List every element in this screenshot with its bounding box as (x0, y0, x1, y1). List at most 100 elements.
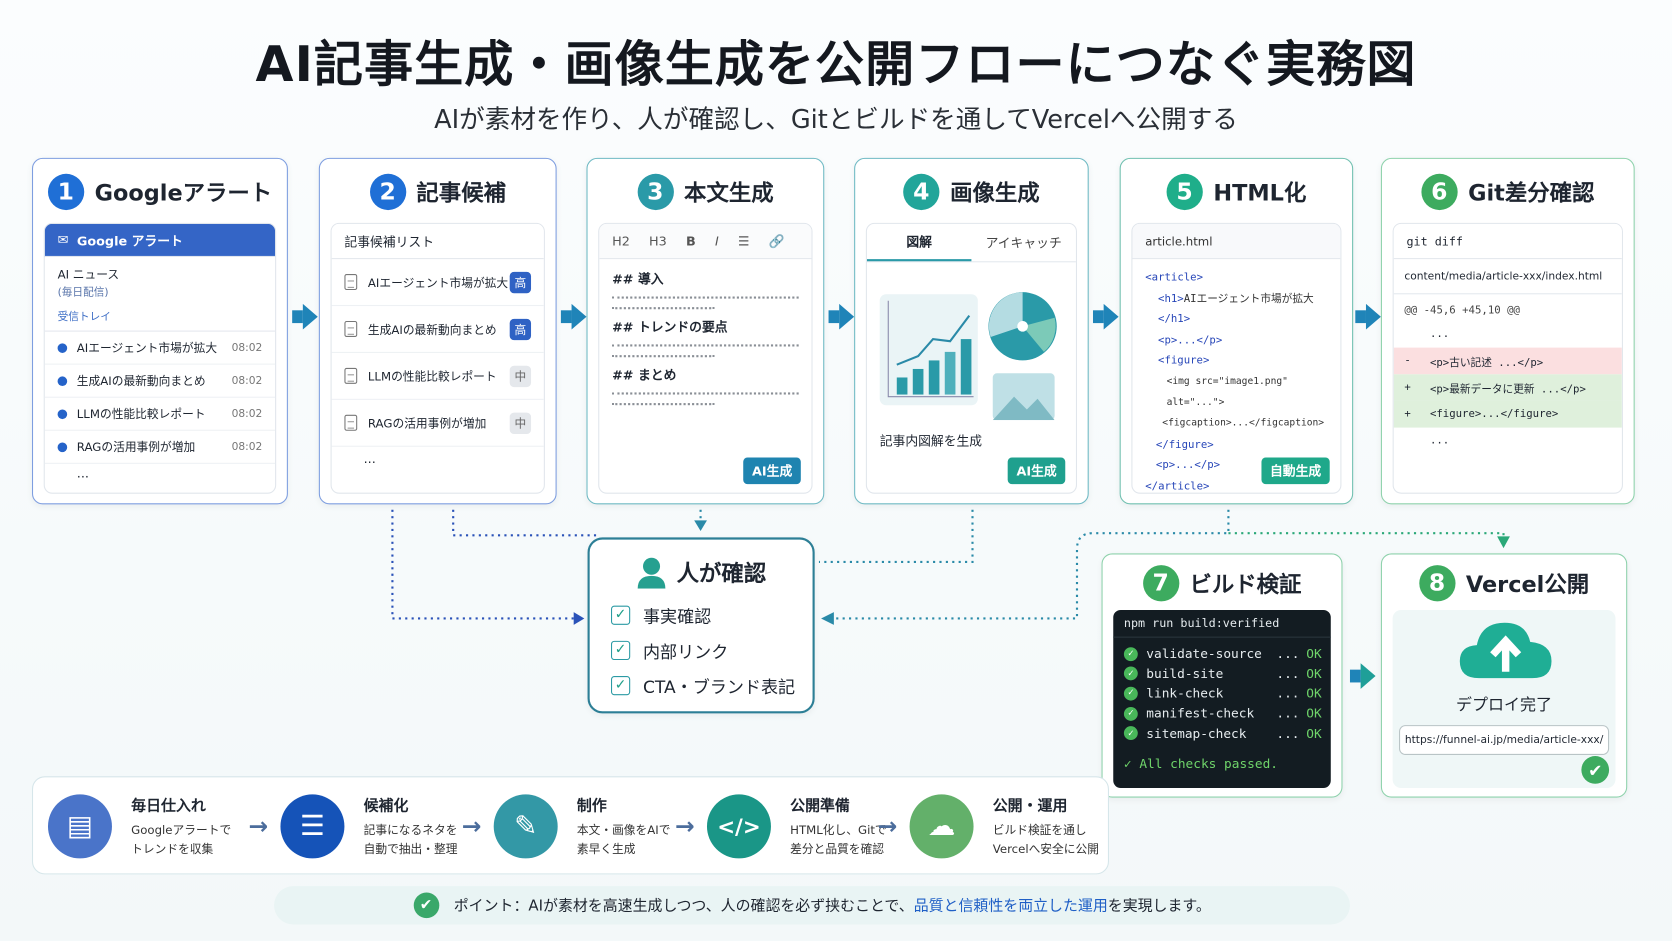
review-checklist-item[interactable]: ✓CTA・ブランド表記 (611, 668, 813, 703)
arrowhead (694, 520, 707, 532)
candidate-item[interactable]: RAGの活用事例が増加中 (331, 400, 544, 447)
build-command: npm run build:verified (1113, 610, 1331, 638)
flow-arrow (1349, 663, 1376, 689)
flow-arrow (1092, 303, 1119, 330)
diff-header: git diff (1393, 223, 1622, 260)
candidate-list-header: 記事候補リスト (331, 223, 544, 260)
summary-icon: ☰ (280, 794, 345, 859)
generated-illustration (879, 292, 1057, 421)
summary-step: ☰候補化記事になるネタを自動で抽出・整理 (280, 777, 457, 875)
candidate-item[interactable]: LLMの性能比較レポート中 (331, 353, 544, 400)
toolbar-button[interactable]: B (686, 233, 696, 249)
priority-badge: 中 (509, 412, 532, 434)
inbox-link[interactable]: 受信トレイ (57, 311, 111, 324)
ai-generated-badge: AI生成 (743, 457, 801, 485)
review-checklist-item[interactable]: ✓事実確認 (611, 597, 813, 632)
diff-line: +<figure>...</figure> (1393, 400, 1622, 428)
file-name: article.html (1132, 223, 1341, 260)
toolbar-button[interactable]: H2 (612, 233, 630, 249)
diff-line: -<p>古い記述 ...</p> (1393, 347, 1622, 375)
step-number: 1 (47, 173, 84, 211)
summary-arrow: → (877, 813, 898, 841)
summary-icon: ✎ (493, 794, 558, 859)
diff-file-path: content/media/article-xxx/index.html (1393, 259, 1622, 295)
check-ok-icon: ✓ (1123, 706, 1138, 721)
alert-frequency: (毎日配信) (57, 286, 109, 299)
step-title: Googleアラート (94, 180, 273, 206)
toolbar-button[interactable]: 🔗 (768, 233, 785, 249)
connector-image-to-review (818, 509, 974, 564)
priority-badge: 高 (509, 318, 532, 340)
checkbox-checked-icon[interactable]: ✓ (611, 640, 631, 660)
step-number: 6 (1421, 173, 1458, 211)
section-block: ## 導入 (612, 270, 799, 310)
check-ok-icon: ✓ (1123, 726, 1138, 741)
summary-arrow: → (674, 813, 695, 841)
page-subtitle: AIが素材を作り、人が確認し、Gitとビルドを通してVercelへ公開する (434, 104, 1238, 135)
more-ellipsis: ... (363, 451, 376, 466)
summary-icon: ☁ (909, 794, 974, 859)
mail-icon: ✉ (57, 232, 69, 248)
build-check-line: ✓manifest-check...OK (1113, 704, 1331, 724)
auto-generated-badge: 自動生成 (1261, 457, 1330, 485)
ai-generated-badge: AI生成 (1007, 457, 1066, 485)
alert-name: AI ニュース (57, 267, 120, 282)
connector-candidates-top (452, 509, 598, 537)
summary-step: ✎制作本文・画像をAIで素早く生成 (493, 777, 670, 875)
toolbar-button[interactable]: ☰ (737, 233, 750, 249)
step-number: 7 (1142, 565, 1179, 602)
build-check-line: ✓sitemap-check...OK (1113, 723, 1331, 743)
build-check-line: ✓build-site...OK (1113, 664, 1331, 684)
point-note: ✔ ポイント：AIが素材を高速生成しつつ、人の確認を必ず挟むことで、品質と信頼性… (274, 886, 1350, 925)
connector-html-to-vercel (1228, 532, 1505, 539)
priority-badge: 高 (509, 271, 532, 293)
unread-dot (57, 342, 68, 353)
tab-eyecatch[interactable]: アイキャッチ (985, 235, 1062, 251)
step-number: 3 (637, 173, 674, 211)
toolbar-button[interactable]: I (714, 233, 719, 249)
html-code: <article> <h1>AIエージェント市場が拡大</h1> <p>...<… (1145, 271, 1325, 493)
connector-candidates-to-review (391, 509, 574, 620)
candidate-item[interactable]: AIエージェント市場が拡大高 (331, 259, 544, 307)
step-title: HTML化 (1213, 180, 1307, 206)
alert-header: ✉Google アラート (44, 223, 276, 257)
flow-arrow (1355, 303, 1381, 330)
toolbar-button[interactable]: H3 (649, 233, 667, 249)
summary-arrow: → (461, 813, 482, 841)
success-check-icon: ✔ (1581, 756, 1610, 784)
document-icon (344, 367, 358, 384)
unread-dot (57, 375, 68, 386)
candidate-item[interactable]: 生成AIの最新動向まとめ高 (331, 306, 544, 353)
checkbox-checked-icon[interactable]: ✓ (611, 605, 631, 625)
step-title: 本文生成 (684, 180, 774, 206)
tab-diagram[interactable]: 図解 (866, 224, 972, 262)
summary-icon: </> (706, 794, 771, 859)
checkbox-checked-icon[interactable]: ✓ (611, 675, 631, 695)
human-review: 人が確認 ✓事実確認✓内部リンク✓CTA・ブランド表記 (587, 537, 815, 714)
summary-arrow: → (248, 813, 269, 841)
document-icon (344, 320, 358, 337)
more-ellipsis: ... (76, 465, 89, 481)
published-url[interactable]: https://funnel-ai.jp/media/article-xxx/ (1399, 725, 1610, 755)
arrowhead (821, 612, 834, 625)
build-check-line: ✓link-check...OK (1113, 684, 1331, 704)
arrowhead (573, 612, 585, 625)
diff-line: ... (1429, 328, 1450, 341)
review-checklist-item[interactable]: ✓内部リンク (611, 632, 813, 667)
diff-line: +<p>最新データに更新 ...</p> (1393, 374, 1622, 401)
review-title: 人が確認 (676, 560, 767, 587)
step-number: 4 (903, 173, 940, 211)
